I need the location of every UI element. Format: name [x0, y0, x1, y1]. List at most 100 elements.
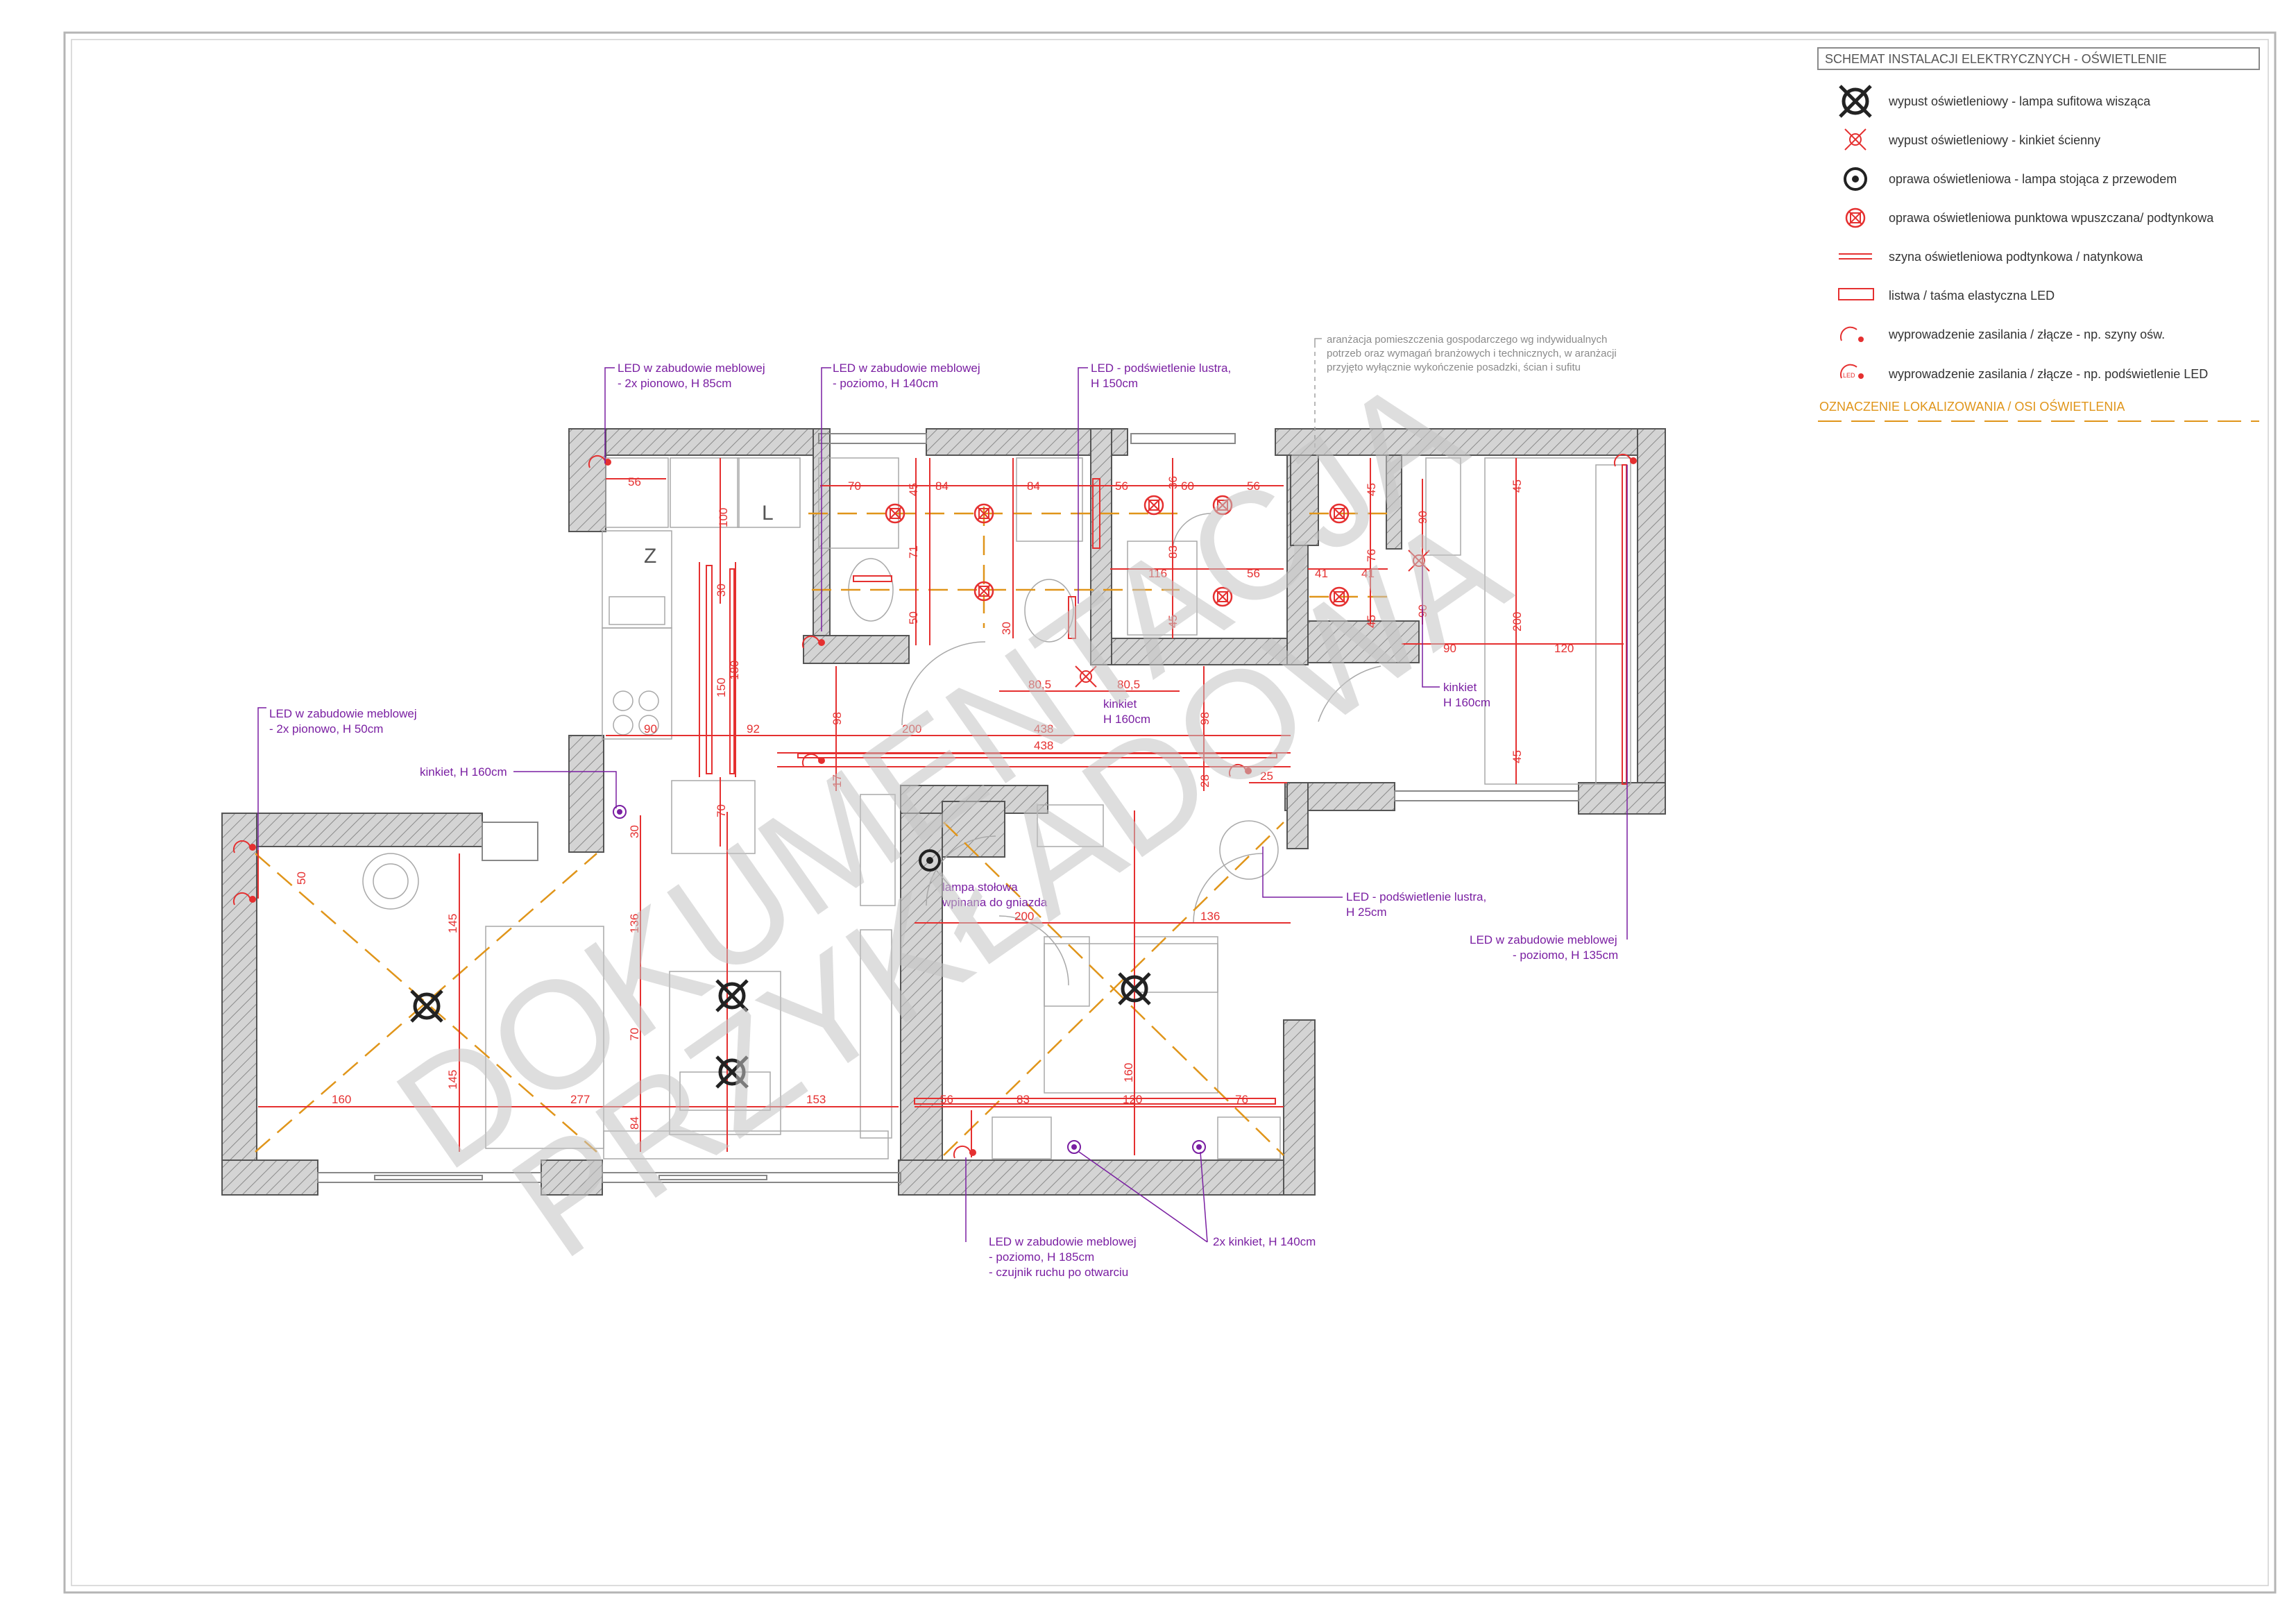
- dimension-label: 84: [628, 1116, 641, 1130]
- dimension-label: 80,5: [1028, 678, 1051, 691]
- dimension-label: 30: [715, 584, 728, 597]
- note-line: kinkiet: [1103, 697, 1137, 711]
- fixture-label-l: L: [762, 502, 774, 525]
- dimension-label: 36: [1166, 476, 1180, 489]
- note-line: H 150cm: [1091, 377, 1138, 390]
- dimension-label: 41: [1361, 567, 1375, 580]
- legend-axis-label: OZNACZENIE LOKALIZOWANIA / OSI OŚWIETLEN…: [1819, 399, 2125, 414]
- dimension-label: 56: [1247, 567, 1260, 580]
- dimension-label: 200: [1511, 612, 1524, 631]
- dimension-label: 25: [1260, 770, 1273, 783]
- dimension-label: 150: [715, 678, 728, 697]
- dimension-label: 153: [806, 1093, 826, 1106]
- dimension-label: 145: [446, 914, 459, 933]
- dimension-label: 90: [1416, 511, 1429, 524]
- dimension-label: 100: [717, 508, 730, 527]
- note-living-led: LED w zabudowie meblowej - 2x pionowo, H…: [269, 707, 420, 736]
- pendant-lamp-icon: [1840, 86, 1871, 117]
- dimension-label: 136: [628, 914, 641, 933]
- dimension-label: 145: [446, 1070, 459, 1089]
- dimension-label: 45: [1166, 615, 1180, 628]
- legend: SCHEMAT INSTALACJI ELEKTRYCZNYCH - OŚWIE…: [1817, 47, 2260, 422]
- note-bedroom-led: LED w zabudowie meblowej - poziomo, H 18…: [989, 1235, 1139, 1279]
- dimension-label: 76: [1235, 1093, 1248, 1106]
- dimension-label: 50: [907, 611, 920, 624]
- dimension-label: 28: [1198, 774, 1211, 788]
- dimension-label: 50: [295, 872, 308, 885]
- dimension-label: 200: [902, 722, 921, 736]
- floor-lamp-icon: [919, 849, 941, 872]
- windows: [317, 433, 1579, 1183]
- floor-plan: Z L: [221, 343, 1666, 1196]
- note-wardrobe-led: LED w zabudowie meblowej - poziomo, H 13…: [1470, 933, 1620, 962]
- legend-item-label: wypust oświetleniowy - kinkiet ścienny: [1888, 133, 2100, 147]
- legend-title-box: [1817, 47, 2260, 70]
- annotations: LED w zabudowie meblowej - 2x pionowo, H…: [257, 334, 1628, 1279]
- dimension-label: 45: [1511, 479, 1524, 493]
- note-line: - czujnik ruchu po otwarciu: [989, 1266, 1128, 1279]
- note-living-kinkiet: kinkiet, H 160cm: [420, 765, 507, 779]
- dimension-label: 438: [1034, 722, 1053, 736]
- dimension-label: 80,5: [1117, 678, 1140, 691]
- dimension-label: 45: [1365, 615, 1378, 628]
- note-line: kinkiet, H 160cm: [420, 765, 507, 779]
- fixture-label-z: Z: [644, 545, 656, 568]
- dimension-label: 277: [570, 1093, 590, 1106]
- dimension-label: 70: [848, 479, 861, 493]
- dimension-label: 56: [628, 475, 641, 488]
- note-line: LED w zabudowie meblowej: [989, 1235, 1137, 1248]
- dimension-label: 76: [1365, 549, 1378, 562]
- note-utility-room: aranżacja pomieszczenia gospodarczego wg…: [1327, 334, 1619, 373]
- led-strip-icon: [1838, 288, 1874, 300]
- note-bedroom-mirror: LED - podświetlenie lustra, H 25cm: [1346, 890, 1490, 919]
- dimension-label: 56: [1115, 479, 1128, 493]
- legend-item-label: listwa / taśma elastyczna LED: [1889, 289, 2055, 303]
- note-line: potrzeb oraz wymagań branżowych i techni…: [1327, 348, 1617, 359]
- note-line: lampa stołowa: [942, 881, 1018, 894]
- lighting-rail-icon: [1839, 253, 1872, 260]
- note-line: LED w zabudowie meblowej: [1470, 933, 1617, 946]
- dimension-label: 17: [831, 774, 844, 788]
- note-line: H 25cm: [1346, 906, 1387, 919]
- wall-sconce-icon: [1844, 128, 1866, 151]
- legend-item-label: oprawa oświetleniowa punktowa wpuszczana…: [1889, 211, 2214, 225]
- note-line: - 2x pionowo, H 85cm: [618, 377, 731, 390]
- dimension-label: 136: [1200, 910, 1220, 923]
- legend-title: SCHEMAT INSTALACJI ELEKTRYCZNYCH - OŚWIE…: [1825, 51, 2167, 66]
- dimension-label: 45: [907, 483, 920, 496]
- dimension-label: 41: [1315, 567, 1328, 580]
- dimension-label: 200: [1014, 910, 1034, 923]
- dimension-label: 98: [1198, 712, 1211, 725]
- dimension-label: 60: [1181, 479, 1194, 493]
- walls: [221, 428, 1666, 1196]
- note-line: H 160cm: [1103, 713, 1150, 726]
- dimension-label: 83: [1166, 545, 1180, 559]
- note-line: - poziomo, H 135cm: [1513, 949, 1618, 962]
- dimension-label: 92: [747, 722, 760, 736]
- note-line: LED - podświetlenie lustra,: [1346, 890, 1486, 903]
- sheet-frame-outer: [63, 31, 2277, 1594]
- dimension-label: 70: [628, 1028, 641, 1041]
- legend-item-label: wyprowadzenie zasilania / złącze - np. s…: [1888, 328, 2165, 341]
- note-line: - poziomo, H 185cm: [989, 1250, 1094, 1264]
- note-line: aranżacja pomieszczenia gospodarczego wg…: [1327, 334, 1607, 346]
- note-kitchen-vertical: LED w zabudowie meblowej - 2x pionowo, H…: [618, 362, 768, 390]
- note-hall-kinkiet: kinkiet H 160cm: [1103, 697, 1150, 726]
- dimension-label: 71: [907, 545, 920, 559]
- legend-item-label: wypust oświetleniowy - lampa sufitowa wi…: [1888, 94, 2151, 108]
- note-line: wpinana do gniazda: [942, 896, 1048, 909]
- power-outlet-rail-icon: [1839, 326, 1864, 342]
- legend-item-label: szyna oświetleniowa podtynkowa / natynko…: [1889, 250, 2143, 264]
- floor-lamp-icon: [1844, 167, 1867, 191]
- note-bedroom-kinkiet: 2x kinkiet, H 140cm: [1213, 1235, 1316, 1248]
- dimension-label: 56: [940, 1093, 953, 1106]
- dimension-label: 90: [1443, 642, 1456, 655]
- led-tag: LED: [1843, 372, 1855, 379]
- power-outlet-led-icon: LED: [1839, 364, 1864, 379]
- note-kitchen-horizontal: LED w zabudowie meblowej - poziomo, H 14…: [833, 362, 983, 390]
- wall-sconce-icon: [1067, 1140, 1081, 1154]
- pendant-lamp-icon: [1119, 974, 1150, 1004]
- note-line: LED w zabudowie meblowej: [833, 362, 980, 375]
- dimension-label: 84: [935, 479, 949, 493]
